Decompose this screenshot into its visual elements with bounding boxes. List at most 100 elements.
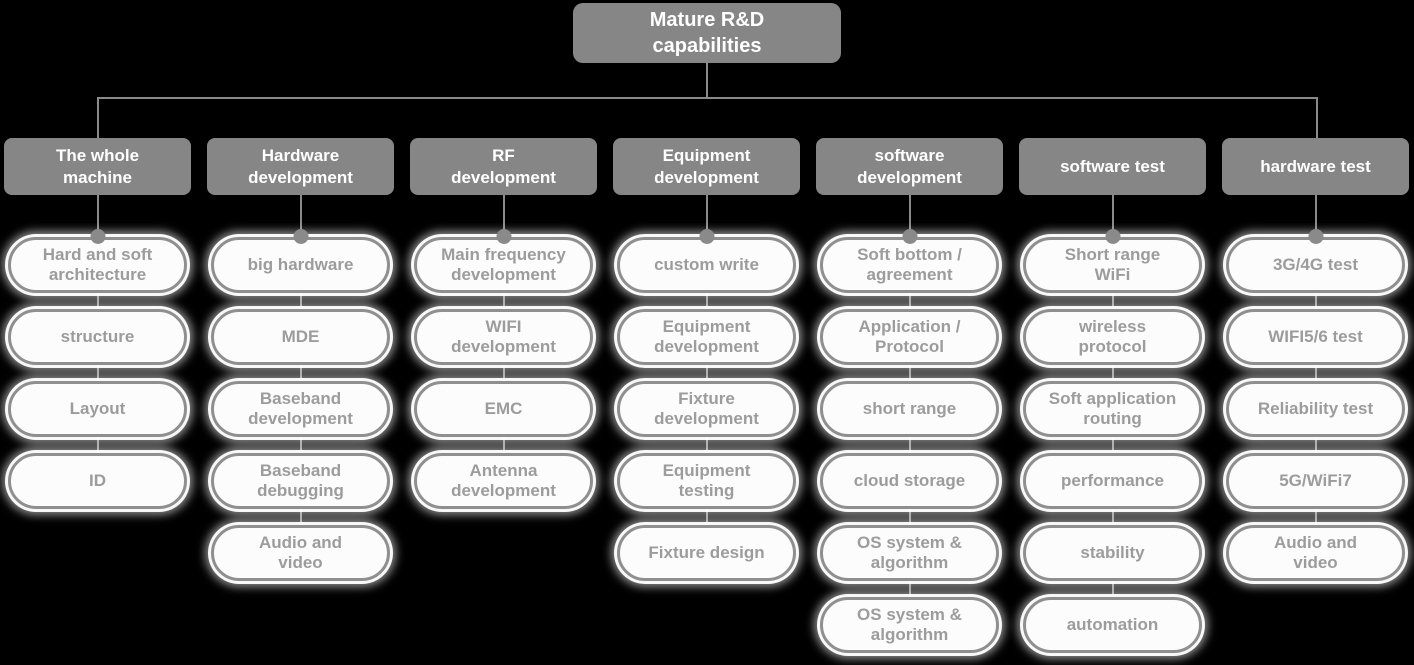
connector-line: [705, 435, 708, 455]
capability-node: performance: [1023, 453, 1202, 509]
item-connector: [816, 507, 1003, 527]
item-connector: [613, 291, 800, 311]
connector-trunk-line: [97, 97, 1318, 99]
header-connector: [613, 195, 800, 244]
item-connector: [1222, 291, 1409, 311]
capability-node: EMC: [414, 381, 593, 437]
category-header: RF development: [410, 138, 597, 195]
connector-line: [299, 291, 302, 311]
item-connector: [613, 507, 800, 527]
capability-node: Hard and soft architecture: [8, 237, 187, 293]
capability-node: Short range WiFi: [1023, 237, 1202, 293]
capability-node: Audio and video: [1226, 525, 1405, 581]
capability-node: Reliability test: [1226, 381, 1405, 437]
capability-node: OS system & algorithm: [820, 597, 999, 653]
capability-node: WIFI development: [414, 309, 593, 365]
connector-dot: [293, 229, 308, 244]
item-connector: [4, 435, 191, 455]
capability-node: MDE: [211, 309, 390, 365]
capability-node: Equipment testing: [617, 453, 796, 509]
header-connector: [4, 195, 191, 244]
connector-line: [908, 579, 911, 599]
connector-line: [1111, 507, 1114, 527]
item-connector: [207, 363, 394, 383]
category-header: hardware test: [1222, 138, 1409, 195]
item-connector: [410, 291, 597, 311]
connector-line: [908, 363, 911, 383]
item-connector: [1019, 579, 1206, 599]
capability-node: wireless protocol: [1023, 309, 1202, 365]
capability-node: automation: [1023, 597, 1202, 653]
item-connector: [1222, 363, 1409, 383]
item-connector: [816, 579, 1003, 599]
connector-line: [1314, 507, 1317, 527]
item-connector: [4, 363, 191, 383]
connector-dot: [1105, 229, 1120, 244]
capability-node: Layout: [8, 381, 187, 437]
capability-node: Baseband debugging: [211, 453, 390, 509]
root-node: Mature R&D capabilities: [573, 3, 841, 63]
header-connector: [1222, 195, 1409, 244]
connector-line: [1111, 363, 1114, 383]
capability-node: WIFI5/6 test: [1226, 309, 1405, 365]
item-connector: [613, 363, 800, 383]
capability-node: big hardware: [211, 237, 390, 293]
connector-dot: [902, 229, 917, 244]
connector-line: [908, 435, 911, 455]
connector-line: [299, 195, 302, 237]
connector-line: [502, 363, 505, 383]
category-header: software test: [1019, 138, 1206, 195]
category-column: software test Short range WiFi wireless p…: [1019, 138, 1206, 653]
capability-node: Equipment development: [617, 309, 796, 365]
connector-line: [299, 363, 302, 383]
connector-line: [1314, 291, 1317, 311]
connector-dot: [90, 229, 105, 244]
item-connector: [4, 291, 191, 311]
capability-node: Baseband development: [211, 381, 390, 437]
connector-line: [1314, 195, 1317, 237]
item-connector: [410, 363, 597, 383]
category-header: Hardware development: [207, 138, 394, 195]
capability-node: ID: [8, 453, 187, 509]
connector-left-drop: [97, 98, 99, 138]
connector-line: [1314, 435, 1317, 455]
capability-node: custom write: [617, 237, 796, 293]
header-connector: [1019, 195, 1206, 244]
connector-line: [908, 507, 911, 527]
capability-node: Main frequency development: [414, 237, 593, 293]
capability-node: structure: [8, 309, 187, 365]
capability-node: Fixture development: [617, 381, 796, 437]
connector-line: [96, 195, 99, 237]
capability-node: cloud storage: [820, 453, 999, 509]
item-connector: [207, 435, 394, 455]
category-header: The whole machine: [4, 138, 191, 195]
item-connector: [1019, 363, 1206, 383]
item-connector: [1019, 435, 1206, 455]
connector-line: [502, 435, 505, 455]
connector-line: [1111, 291, 1114, 311]
connector-right-drop: [1316, 98, 1318, 138]
item-connector: [613, 435, 800, 455]
capability-node: short range: [820, 381, 999, 437]
capability-node: Soft application routing: [1023, 381, 1202, 437]
item-connector: [207, 507, 394, 527]
capability-node: Fixture design: [617, 525, 796, 581]
category-column: RF development Main frequency developmen…: [410, 138, 597, 509]
item-connector: [1019, 507, 1206, 527]
connector-line: [502, 291, 505, 311]
connector-line: [1111, 579, 1114, 599]
category-header: software development: [816, 138, 1003, 195]
connector-line: [96, 363, 99, 383]
connector-root-stem: [706, 63, 708, 98]
header-connector: [207, 195, 394, 244]
capability-node: Application / Protocol: [820, 309, 999, 365]
